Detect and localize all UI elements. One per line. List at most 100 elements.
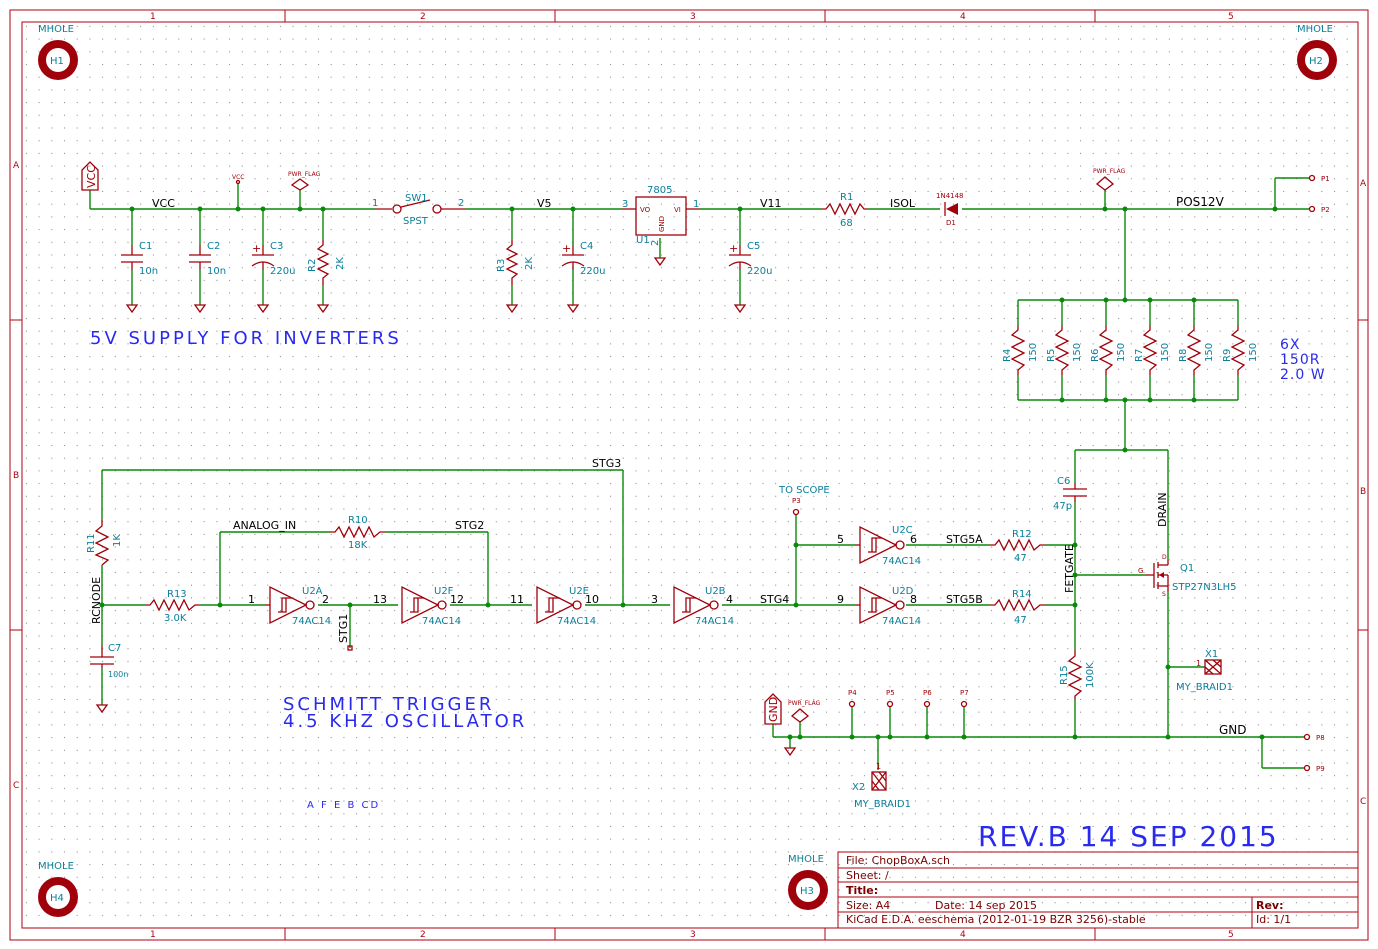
svg-text:2: 2 [650,240,661,246]
svg-text:X2: X2 [852,782,865,793]
unused-gates-note: A F E B CD [307,800,380,811]
resistor-r1[interactable]: R1 68 [822,192,868,229]
resistor-r4[interactable]: R4 150 [1002,325,1039,375]
tb-rev: Rev: [1256,899,1284,912]
svg-text:P4: P4 [848,689,857,697]
svg-text:150: 150 [1248,343,1259,362]
stg4-net-label: STG4 [760,593,789,606]
svg-text:X1: X1 [1205,649,1218,660]
svg-text:47: 47 [1014,553,1027,564]
connector-p8[interactable]: P8 [1303,733,1325,742]
svg-text:R14: R14 [1012,589,1032,600]
col-marker-3: 3 [690,12,696,22]
mounting-hole-h3[interactable]: MHOLE H3 [788,854,828,910]
svg-text:VO: VO [640,206,651,214]
capacitor-c3[interactable]: + C3 220u [251,241,295,277]
resistor-r5[interactable]: R5 150 [1046,325,1083,375]
svg-text:P8: P8 [1316,734,1325,742]
resistor-r2[interactable]: R2 2K [307,240,346,285]
tb-file: File: ChopBoxA.sch [846,854,950,867]
stg1-test-point[interactable]: STG1 [337,614,353,651]
resistor-r7[interactable]: R7 150 [1134,325,1171,375]
mounting-hole-h4[interactable]: MHOLE H4 [38,861,78,917]
svg-text:6X: 6X [1280,337,1301,353]
stg2-net-label: STG2 [455,519,484,532]
inverter-u2c[interactable]: U2C 74AC14 5 6 [837,525,921,567]
svg-text:150: 150 [1160,343,1171,362]
inverter-u2f[interactable]: U2F 74AC14 13 12 [373,585,464,627]
load-note: 6X 150R 2.0 W [1280,337,1325,383]
resistor-r8[interactable]: R8 150 [1178,325,1215,375]
svg-text:H4: H4 [50,893,64,904]
vcc-port[interactable]: VCC [81,161,99,191]
regulator-u1[interactable]: 7805 VO VI GND U1 3 1 2 [622,185,700,246]
resistor-r14[interactable]: R14 47 [990,589,1045,626]
resistor-r10[interactable]: R10 18K [330,515,385,551]
svg-text:C5: C5 [747,241,760,252]
inverter-u2e[interactable]: U2E 74AC14 11 10 [510,585,599,627]
resistor-r9[interactable]: R9 150 [1222,325,1259,375]
resistor-r11[interactable]: R11 1K [86,520,123,566]
svg-text:R6: R6 [1090,349,1101,362]
svg-text:+: + [729,242,738,255]
tb-kicad: KiCad E.D.A. eeschema (2012-01-19 BZR 32… [846,913,1146,926]
svg-text:9: 9 [837,593,844,606]
connector-p2[interactable]: P2 [1308,205,1330,214]
svg-text:1: 1 [1196,659,1201,668]
inverter-u2d[interactable]: U2D 74AC14 9 8 [837,585,921,627]
svg-text:C4: C4 [580,241,593,252]
capacitor-c6[interactable]: C6 47p [1053,476,1087,512]
svg-text:220u: 220u [580,266,605,277]
stg5a-net-label: STG5A [946,533,983,546]
svg-text:MHOLE: MHOLE [38,24,74,35]
resistor-r12[interactable]: R12 47 [990,529,1045,564]
braid-x2[interactable]: X2 1 MY_BRAID1 [852,762,911,810]
svg-text:C7: C7 [108,643,121,654]
svg-text:PWR_FLAG: PWR_FLAG [288,171,321,178]
gnd-port[interactable]: GND [764,693,782,725]
svg-text:R3: R3 [496,259,507,272]
svg-text:SW1: SW1 [405,193,428,204]
capacitor-c2[interactable]: C2 10n [189,241,226,277]
stg3-net-label: STG3 [592,457,621,470]
connector-p9[interactable]: P9 [1303,764,1325,773]
connector-p7[interactable]: P7 [960,689,969,708]
revision-note: REV.B 14 SEP 2015 [978,820,1279,853]
connector-p4[interactable]: P4 [848,689,857,708]
capacitor-c5[interactable]: + C5 220u [728,241,772,277]
oscillator-note: SCHMITT TRIGGER 4.5 KHZ OSCILLATOR [283,694,524,732]
resistor-r15[interactable]: R15 100K [1059,650,1096,700]
mounting-hole-h2[interactable]: MHOLE H2 [1297,24,1337,80]
resistor-r13[interactable]: R13 3.0K [145,589,200,624]
diode-d1[interactable]: 1N4148 D1 [936,192,964,227]
resistor-r6[interactable]: R6 150 [1090,325,1127,375]
switch-sw1[interactable]: SW1 SPST 1 2 [372,193,465,227]
resistor-r3[interactable]: R3 2K [496,240,535,285]
capacitor-c1[interactable]: C1 10n [121,241,158,277]
inverter-u2b[interactable]: U2B 74AC14 3 4 [651,585,734,627]
svg-text:H2: H2 [1309,56,1323,67]
capacitor-c4[interactable]: + C4 220u [561,241,605,277]
rcnode-net-label: RCNODE [90,577,103,624]
test-point-p3[interactable]: TO SCOPE P3 [778,485,830,516]
connector-p5[interactable]: P5 [886,689,895,708]
svg-text:18K: 18K [348,540,368,551]
connector-p1[interactable]: P1 [1308,174,1330,183]
mounting-hole-h1[interactable]: MHOLE H1 [38,24,78,80]
svg-text:H1: H1 [50,56,64,67]
svg-text:R4: R4 [1002,349,1013,362]
svg-text:47p: 47p [1053,501,1072,512]
row-marker-a: A [13,161,20,171]
ground-c7 [95,704,109,714]
connector-p6[interactable]: P6 [923,689,932,708]
svg-text:150: 150 [1028,343,1039,362]
capacitor-c7[interactable]: C7 100n [90,643,128,679]
svg-text:220u: 220u [270,266,295,277]
mosfet-q1[interactable]: Q1 STP27N3LH5 G D S [1138,554,1237,598]
svg-text:GND: GND [767,697,780,722]
braid-x1[interactable]: X1 1 MY_BRAID1 [1176,649,1233,693]
inverter-u2a[interactable]: U2A 74AC14 1 2 [248,585,331,627]
tb-title: Title: [846,884,878,897]
svg-text:+: + [562,242,571,255]
col-marker-4: 4 [960,12,966,22]
